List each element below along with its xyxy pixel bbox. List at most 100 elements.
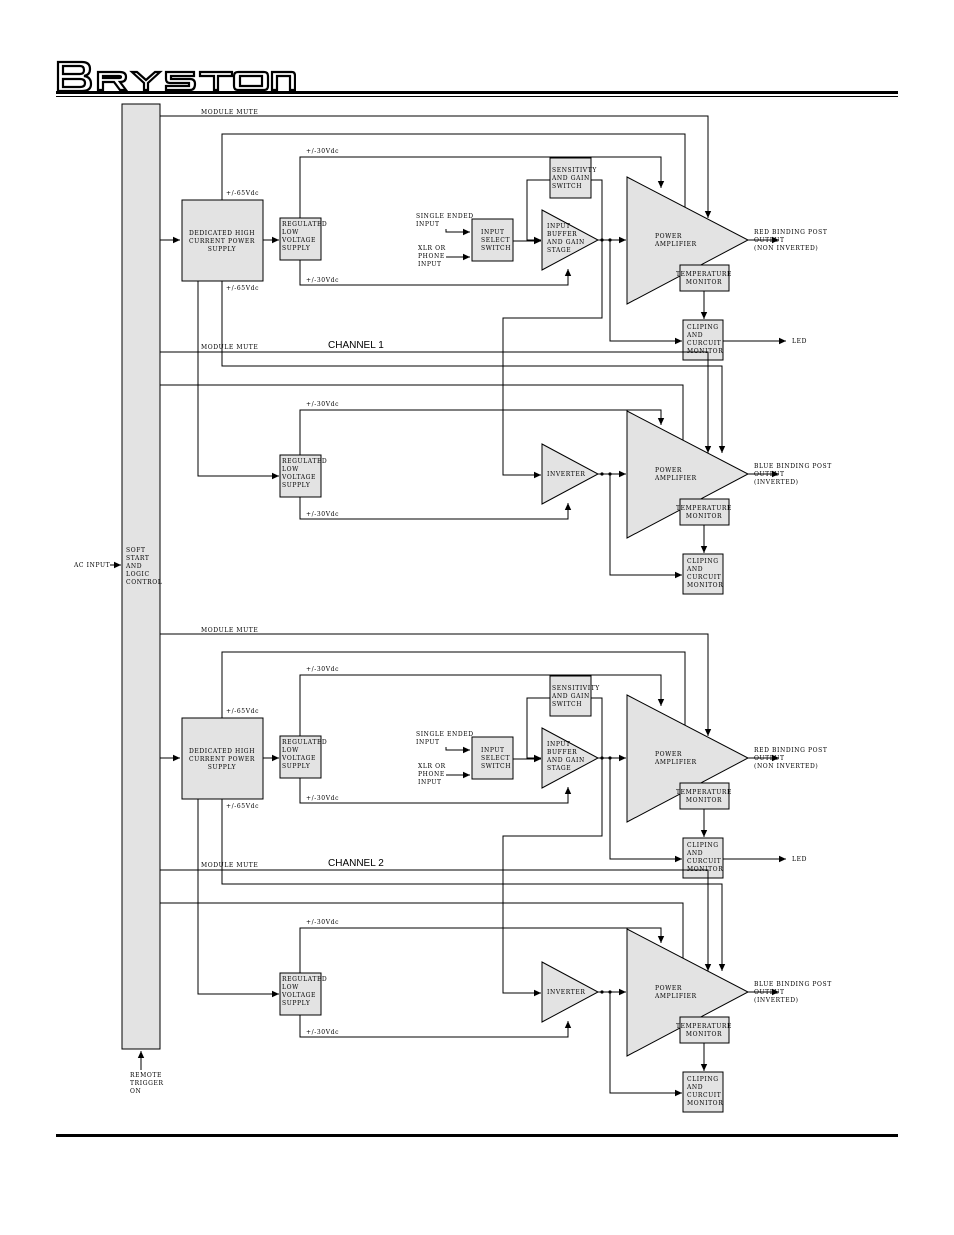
channel-2-noninv-gain-stage-label-line: AND GAIN bbox=[546, 757, 585, 764]
channel-1-inv-clipping-monitor-label-line: MONITOR bbox=[687, 582, 723, 589]
channel-2-plus65-wire bbox=[221, 651, 689, 736]
channel-2-inv-output-label-line: OUTPUT bbox=[754, 989, 785, 996]
channel-2-psu-label-line: SUPPLY bbox=[208, 764, 237, 771]
soft-start-label-line: AND bbox=[125, 563, 142, 570]
channel-2-noninv-clipping-monitor-label-line: CLIPING bbox=[687, 842, 719, 849]
channel-2-inv-v30-top-wire bbox=[299, 927, 665, 973]
channel-1-inv-output-label-line: BLUE BINDING POST bbox=[754, 463, 832, 470]
channel-2-inv-v30-top-label: +/-30Vdc bbox=[306, 919, 339, 926]
channel-2-inv-gain-stage-label-line: INVERTER bbox=[547, 989, 585, 996]
channel-2-inv-clipping-monitor-label-line: AND bbox=[686, 1084, 703, 1091]
channel-1-psu-box bbox=[181, 199, 264, 282]
channel-2-noninv-xlr-label-line: INPUT bbox=[418, 779, 442, 786]
channel-2-minus65-label: +/-65Vdc bbox=[226, 803, 259, 810]
channel-2-noninv-xlr-label-line: PHONE bbox=[418, 771, 445, 778]
channel-2-noninv-sensitivity-switch-label-line: SWITCH bbox=[552, 701, 582, 708]
channel-2-inv-v30-bot-wire bbox=[299, 1015, 572, 1038]
channel-2-noninv-regulated-supply-label-line: REGULATED bbox=[282, 739, 327, 746]
channel-1-plus65-wire bbox=[221, 133, 689, 218]
channel-2-noninv-v30-top-wire bbox=[299, 674, 665, 736]
channel-1-inv-temperature-monitor-label-line: MONITOR bbox=[686, 513, 722, 520]
channel-1-noninv-clipping-monitor-label-line: AND bbox=[686, 332, 703, 339]
channel-1-noninv-clipping-monitor-label-line: CURCUIT bbox=[687, 340, 721, 347]
channel-1-psu-to-reg2-wire bbox=[197, 281, 279, 480]
channel-2-psu-label-line: DEDICATED HIGH bbox=[189, 748, 255, 755]
channel-1-noninv-output-label-line: (NON INVERTED) bbox=[754, 245, 818, 252]
channel-2-inv-clipping-monitor-label-line: MONITOR bbox=[687, 1100, 723, 1107]
channel-1-noninv-clipping-monitor-box bbox=[682, 319, 724, 361]
channel-2-inv-output-label-line: BLUE BINDING POST bbox=[754, 981, 832, 988]
junction-dot bbox=[600, 472, 604, 476]
channel-1-inv-temperature-monitor-box bbox=[679, 498, 730, 526]
bryston-logo bbox=[56, 60, 296, 93]
channel-1-inv-output-label-line: OUTPUT bbox=[754, 471, 785, 478]
channel-1-noninv-input-select-label-line: SWITCH bbox=[481, 245, 511, 252]
channel-2-noninv-gain-stage-label-line: INPUT bbox=[547, 741, 571, 748]
channel-1-inv-regulated-supply-label-line: SUPPLY bbox=[282, 482, 311, 489]
channel-1-noninv-stage-to-clip-wire bbox=[609, 240, 682, 345]
channel-2-noninv-clipping-monitor-box bbox=[682, 837, 724, 879]
channel-2-name: CHANNEL 2 bbox=[328, 858, 384, 869]
channel-2-inv-clipping-monitor-label-line: CURCUIT bbox=[687, 1092, 721, 1099]
channel-1-inv-stage-to-clip-wire bbox=[609, 474, 682, 579]
channel-2-minus65-wire bbox=[221, 799, 726, 971]
channel-1-inv-power-amplifier-label-line: AMPLIFIER bbox=[654, 475, 697, 482]
channel-1-noninv-input-select-label-line: SELECT bbox=[481, 237, 510, 244]
header-rule-thin bbox=[56, 96, 898, 97]
channel-2-noninv-input-select-label-line: SWITCH bbox=[481, 763, 511, 770]
channel-1-noninv-output-label-line: RED BINDING POST bbox=[754, 229, 827, 236]
channel-1-noninv-led-label: LED bbox=[792, 338, 807, 345]
channel-1-noninv-sensitivity-switch-label-line: SENSITIVTY bbox=[552, 167, 597, 174]
channel-2-noninv-input-select-label-line: INPUT bbox=[481, 747, 505, 754]
channel-2-noninv-power-amplifier-label-line: POWER bbox=[655, 751, 682, 758]
channel-1-noninv-regulated-supply-label-line: REGULATED bbox=[282, 221, 327, 228]
soft-start-label-line: SOFT bbox=[126, 547, 146, 554]
channel-2-psu-to-reg2-wire bbox=[197, 799, 279, 998]
channel-2-noninv-module-mute-wire bbox=[160, 633, 712, 736]
channel-2-mute2-feed-wire bbox=[160, 902, 687, 971]
channel-1-mute2-feed-wire bbox=[160, 384, 687, 453]
remote-trigger-label-line: REMOTE bbox=[130, 1072, 162, 1079]
channel-2-inv-v30-bot-label: +/-30Vdc bbox=[306, 1029, 339, 1036]
channel-1-noninv-regulated-supply-label-line: LOW bbox=[282, 229, 299, 236]
channel-1-inv-module-mute-wire bbox=[160, 351, 712, 453]
remote-trigger-label-line: ON bbox=[130, 1088, 141, 1095]
channel-1-inv-clipping-monitor-label-line: CURCUIT bbox=[687, 574, 721, 581]
channel-2-noninv-led-label: LED bbox=[792, 856, 807, 863]
soft-start-label-line: CONTROL bbox=[126, 579, 162, 586]
channel-2-noninv-clipping-monitor-label-line: CURCUIT bbox=[687, 858, 721, 865]
channel-1-noninv-input-select-label-line: INPUT bbox=[481, 229, 505, 236]
channel-2-noninv-regulated-supply-label-line: VOLTAGE bbox=[281, 755, 316, 762]
channel-1-noninv-gain-stage-label-line: AND GAIN bbox=[546, 239, 585, 246]
channel-2-noninv-gain-stage-label-line: STAGE bbox=[547, 765, 571, 772]
channel-1-noninv-gain-stage bbox=[541, 209, 600, 271]
ac-input-label: AC INPUT bbox=[73, 562, 110, 569]
channel-1-noninv-v30-top-label: +/-30Vdc bbox=[306, 148, 339, 155]
channel-1-noninv-single-ended-label-line: SINGLE ENDED bbox=[416, 213, 474, 220]
channel-2-inv-regulated-supply-label-line: VOLTAGE bbox=[281, 992, 316, 999]
channel-2-inv-gain-stage-label: INVERTER bbox=[547, 989, 585, 996]
channel-1-inv-regulated-supply-label-line: VOLTAGE bbox=[281, 474, 316, 481]
channel-2-inv-output-label-line: (INVERTED) bbox=[754, 997, 799, 1004]
channel-1-noninv-input-select-box bbox=[471, 218, 514, 262]
channel-1-noninv-regulated-supply-label-line: VOLTAGE bbox=[281, 237, 316, 244]
remote-trigger-label-line: TRIGGER bbox=[130, 1080, 164, 1087]
channel-2-inv-module-mute-wire bbox=[160, 869, 712, 971]
channel-1-inv-power-amplifier-label-line: POWER bbox=[655, 467, 682, 474]
channel-2-noninv-xlr-label-line: XLR OR bbox=[418, 763, 446, 770]
